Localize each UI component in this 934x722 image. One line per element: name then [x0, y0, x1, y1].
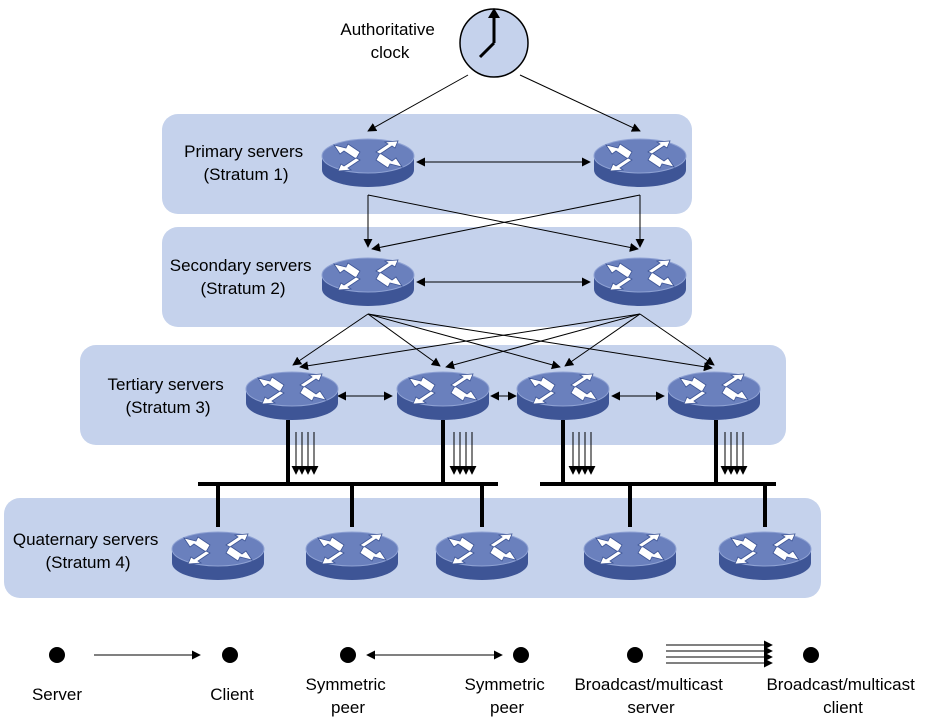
router-icon [245, 371, 339, 421]
legend-broadcast-client: Broadcast/multicast client [766, 675, 919, 717]
clock-to-s1b-arrow [519, 74, 641, 132]
symmetric-peer-dot-1 [340, 647, 356, 663]
legend-client: Client [210, 685, 254, 704]
broadcast-arrows-2 [449, 432, 477, 475]
s1b-to-s2a-arrow [371, 194, 641, 252]
s2b-to-s3a-arrow [299, 313, 641, 371]
broadcast-server-dot [627, 647, 643, 663]
stratum2-label: Secondary servers (Stratum 2) [170, 256, 316, 298]
router-icon [435, 531, 529, 581]
router-icon [321, 257, 415, 307]
router-icon [593, 257, 687, 307]
legend-server: Server [32, 685, 82, 704]
stratum2-band [162, 227, 692, 327]
s2b-to-s3b-arrow [445, 313, 641, 370]
broadcast-arrows-4 [720, 432, 748, 475]
router-icon [516, 371, 610, 421]
broadcast-arrows-1 [291, 432, 319, 475]
s2a-to-s3b-arrow [367, 313, 441, 367]
legend: Server Client Symmetric peer Symmetric p… [32, 640, 919, 717]
legend-symmetric-peer-1: Symmetric peer [305, 675, 390, 717]
stratum4-label: Quaternary servers (Stratum 4) [13, 530, 163, 572]
server-dot [49, 647, 65, 663]
clock-label: Authoritative clock [340, 20, 439, 62]
s1a-to-s2b-arrow [367, 194, 639, 252]
broadcast-client-dot [803, 647, 819, 663]
stratum1-label: Primary servers (Stratum 1) [184, 142, 308, 184]
router-icon [305, 531, 399, 581]
symmetric-peer-dot-2 [513, 647, 529, 663]
router-icon [171, 531, 265, 581]
legend-symmetric-peer-2: Symmetric peer [464, 675, 549, 717]
client-dot [222, 647, 238, 663]
router-icon [583, 531, 677, 581]
stratum3-label: Tertiary servers (Stratum 3) [108, 375, 229, 417]
router-icon [396, 371, 490, 421]
router-icon [718, 531, 812, 581]
router-icon [321, 138, 415, 188]
s2b-to-s3c-arrow [564, 313, 641, 367]
clock-icon [459, 8, 529, 78]
clock-to-s1a-arrow [367, 74, 469, 132]
s2a-to-s3c-arrow [367, 313, 561, 370]
router-icon [593, 138, 687, 188]
broadcast-arrows-3 [568, 432, 596, 475]
s2a-to-s3a-arrow [292, 313, 369, 366]
s2b-to-s3d-arrow [639, 313, 715, 366]
legend-broadcast-server: Broadcast/multicast server [574, 675, 727, 717]
broadcast-legend-arrows [666, 640, 773, 668]
router-icon [667, 371, 761, 421]
